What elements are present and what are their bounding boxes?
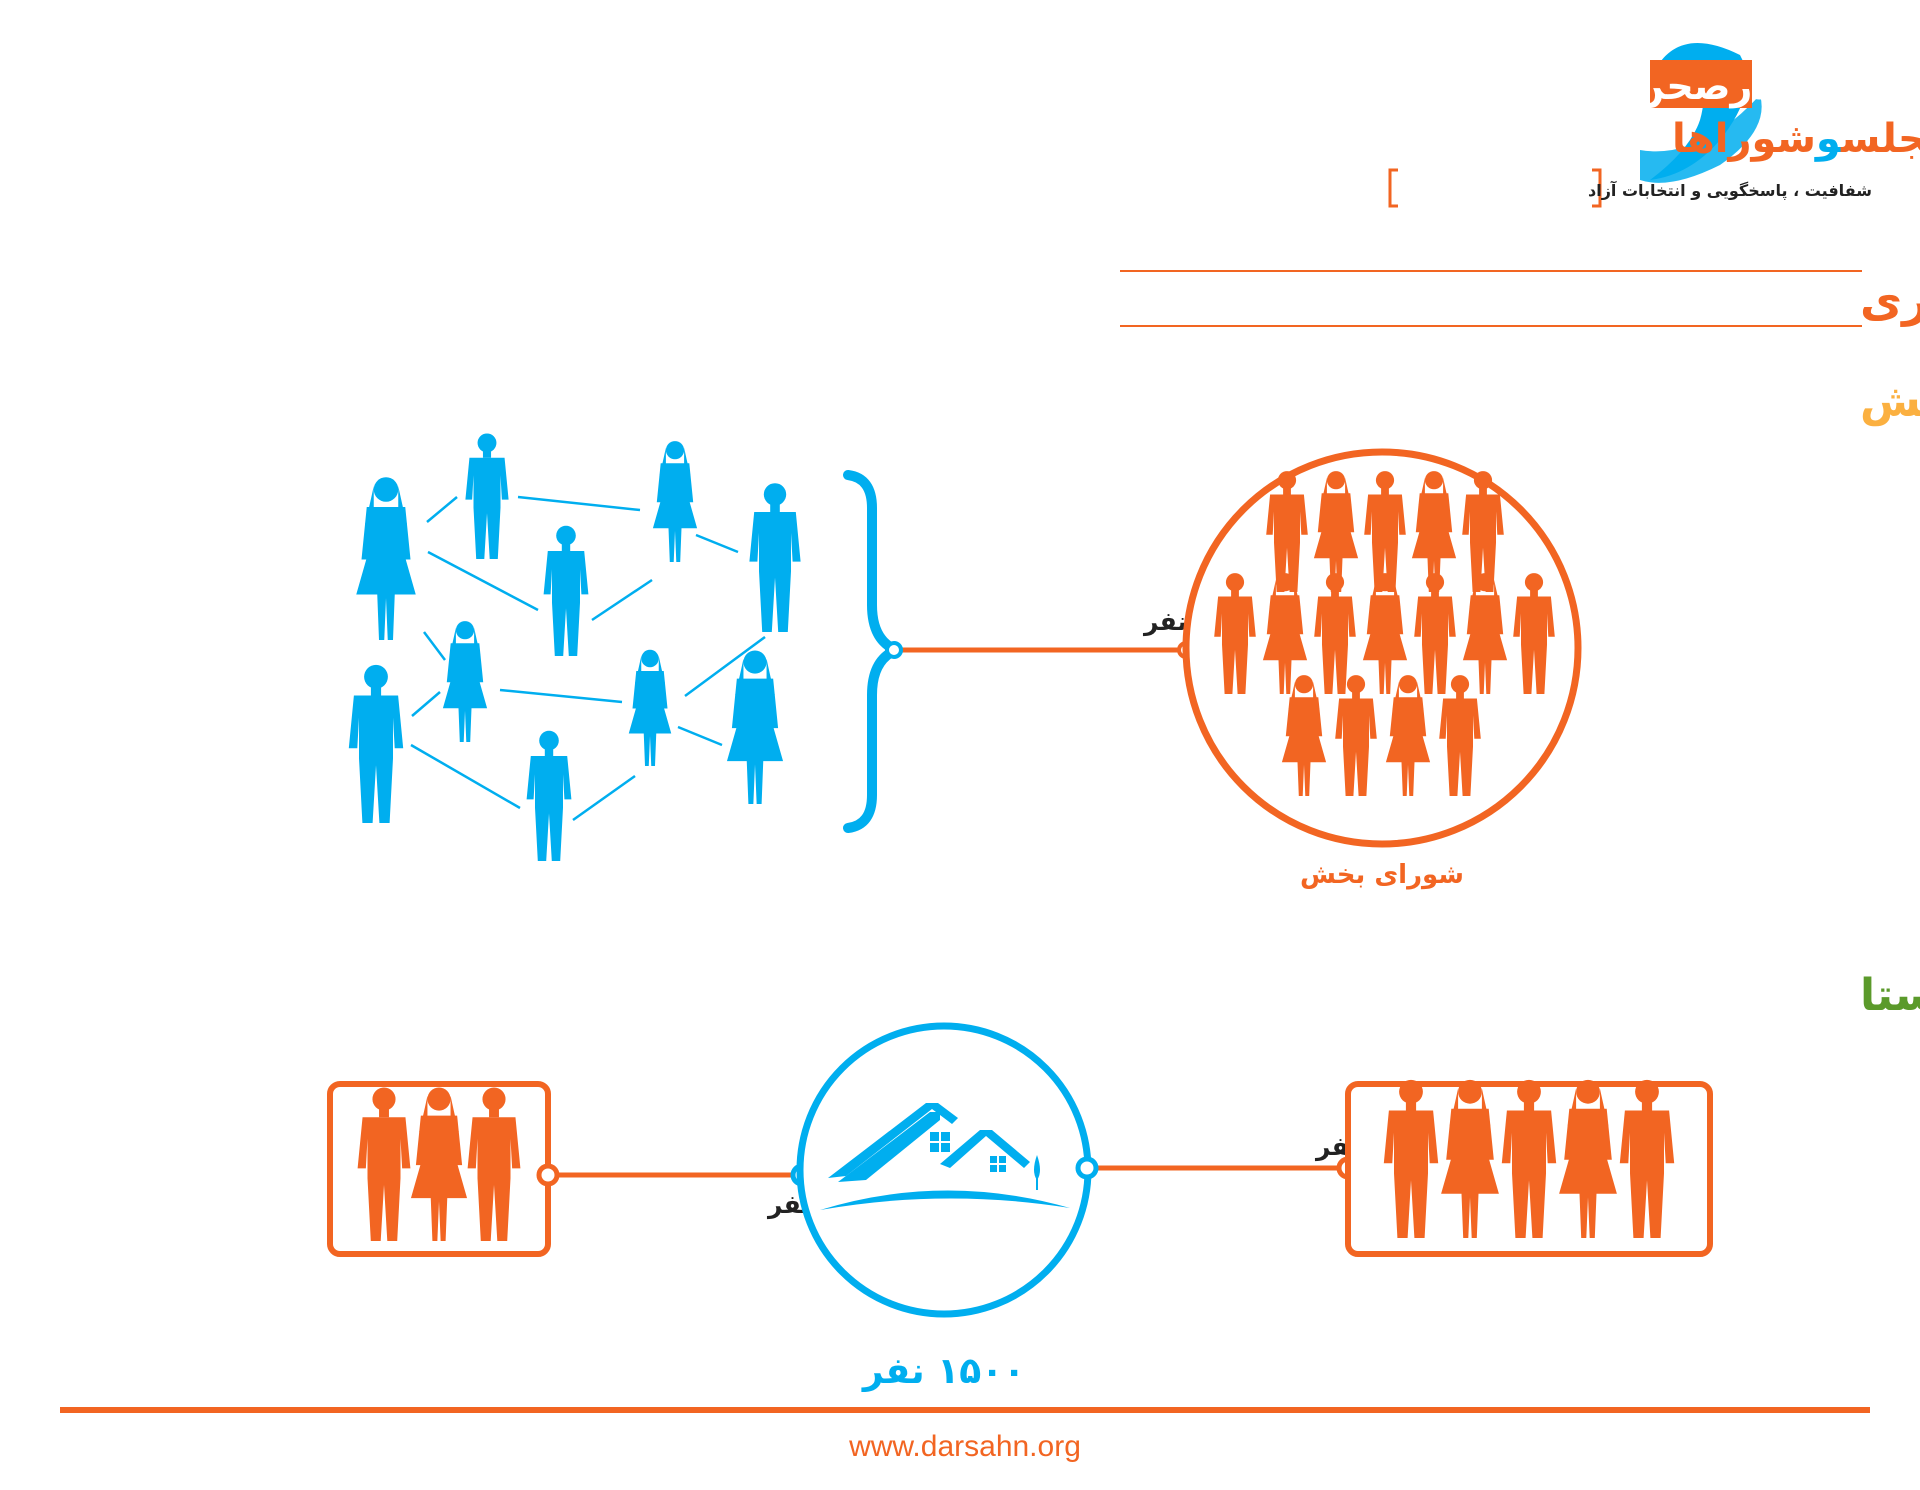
person-icon: [465, 433, 509, 559]
logo-subtitle-connector: و: [1814, 116, 1842, 162]
large-village-box: [1345, 1079, 1713, 1257]
logo-subtitle-part1: مجلس: [1840, 116, 1920, 162]
right-node-circle: [1075, 1156, 1099, 1180]
logo-subtitle-part2: شوراها: [1672, 116, 1816, 162]
person-icon: [543, 525, 589, 656]
tagline-bracket-left: [1388, 168, 1398, 208]
person-icon: [348, 664, 404, 823]
tagline-bracket-right: [1592, 168, 1602, 208]
house-icon: [820, 1103, 1070, 1210]
district-heading: شورای بخش: [1860, 376, 1920, 427]
population-label: ۱۵۰۰ نفر: [861, 1351, 1025, 1392]
page-title: ساختار شوراها در تقسیمات کشوری: [1860, 273, 1920, 327]
network-links: [410, 495, 766, 822]
person-icon: [628, 649, 672, 766]
village-circle: [796, 1022, 1092, 1318]
council-label: شورای بخش: [1300, 860, 1464, 890]
person-icon: [726, 650, 784, 804]
logo-swoosh-tail: [1640, 95, 1762, 183]
village-network: [348, 433, 801, 861]
connector-node-left: [885, 641, 903, 659]
network-people: [348, 433, 801, 861]
tree-icon: [1034, 1155, 1040, 1190]
person-icon: [442, 621, 488, 742]
footer-url[interactable]: www.darsahn.org: [848, 1430, 1081, 1463]
left-node-box: [536, 1163, 560, 1187]
village-heading: شورای روستا: [1860, 970, 1920, 1021]
person-icon: [749, 483, 801, 632]
logo-subtitle: مجلسوشوراها: [1672, 116, 1920, 162]
small-village-box: [327, 1081, 551, 1257]
logo-word: درصحن: [1632, 64, 1772, 108]
person-icon: [652, 441, 698, 562]
tagline: شفافیت ، پاسخگویی و انتخابات آزاد: [1588, 180, 1872, 201]
district-council-circle: [1182, 448, 1582, 848]
person-icon: [356, 477, 416, 640]
page-title-group: ساختار شوراها در تقسیمات کشوری: [1120, 270, 1920, 327]
logo-box: [1650, 60, 1752, 108]
logo: درصحن مجلسوشوراها شفافیت ، پاسخگویی و ان…: [1388, 43, 1920, 208]
person-icon: [526, 730, 572, 861]
